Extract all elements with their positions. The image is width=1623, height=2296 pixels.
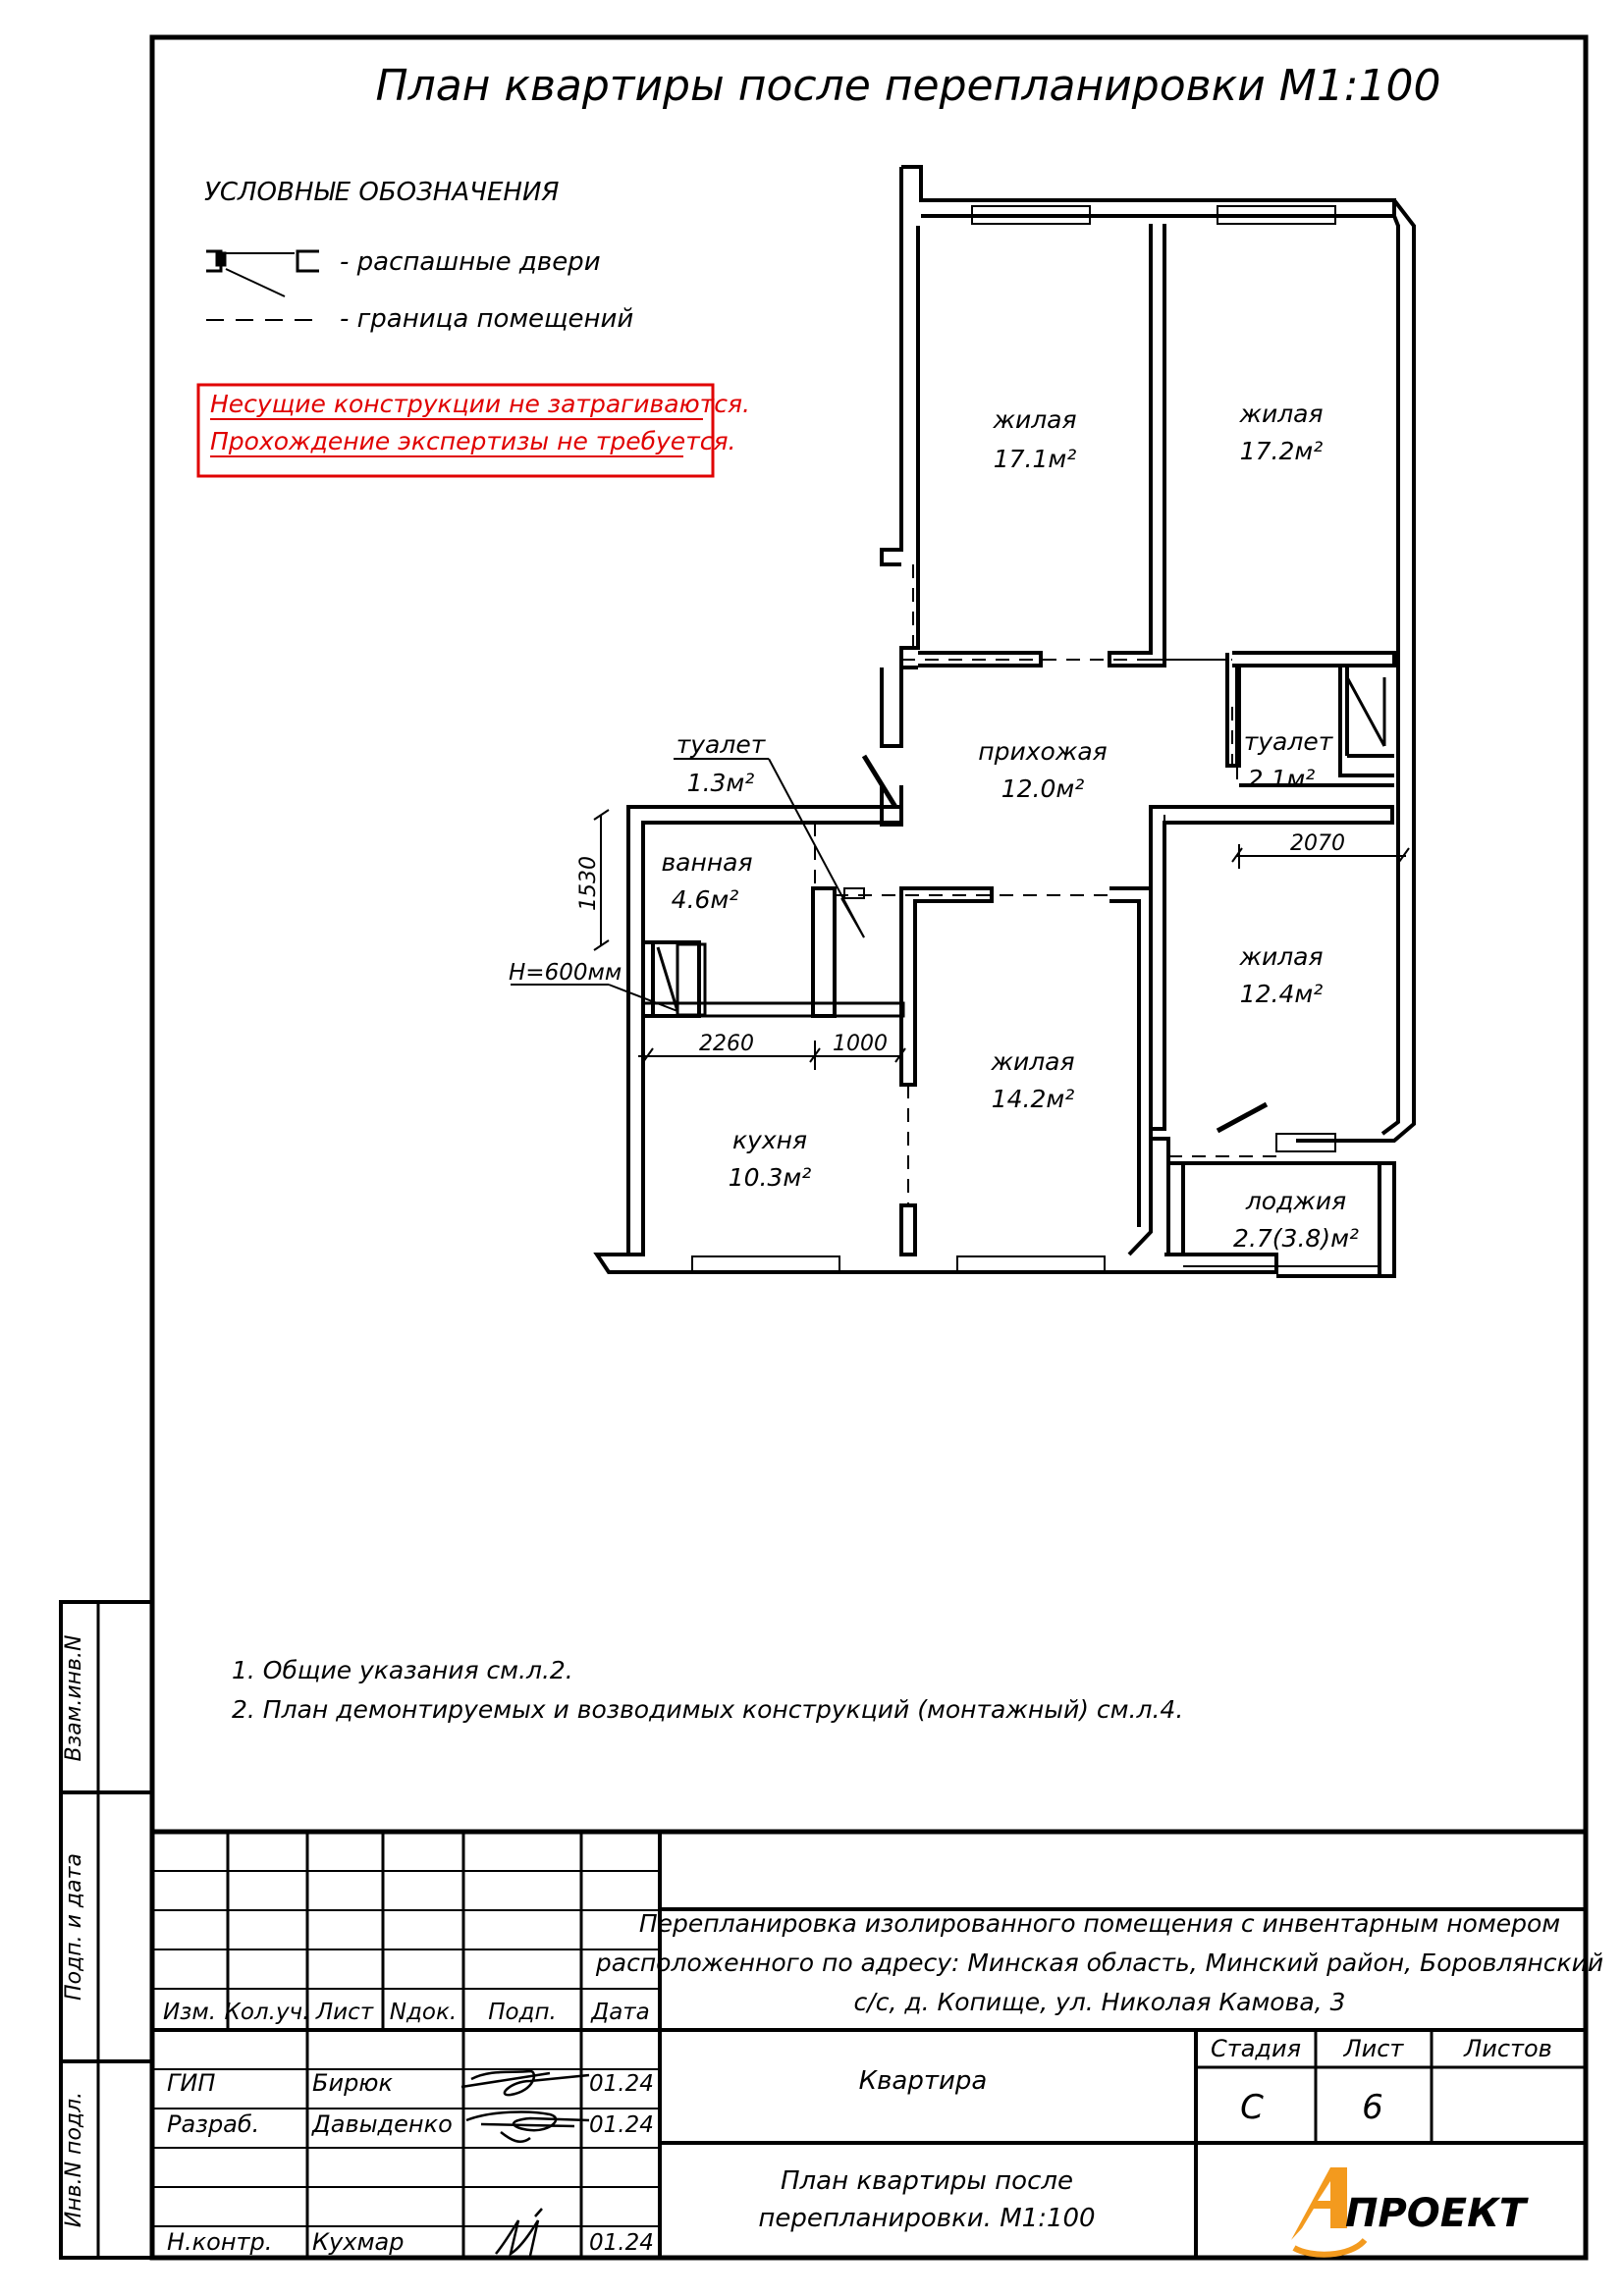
- legend-doors-label: - распашные двери: [340, 247, 601, 277]
- logo-text: ПРОЕКТ: [1345, 2191, 1529, 2236]
- date-gip: 01.24: [589, 2071, 654, 2097]
- room-loggia-area: 2.7(3.8)м²: [1233, 1224, 1359, 1253]
- role-nkontr: Н.контр.: [167, 2228, 272, 2256]
- legend-heading: УСЛОВНЫЕ ОБОЗНАЧЕНИЯ: [204, 178, 559, 207]
- room-hallway-name: прихожая: [978, 737, 1107, 766]
- signature-biryuk: [460, 2069, 590, 2097]
- object-name: Квартира: [859, 2066, 988, 2096]
- project-line3: с/с, д. Копище, ул. Николая Камова, 3: [854, 1988, 1346, 2016]
- hdr-izm: Изм.: [163, 2000, 216, 2025]
- notice-line1: Несущие конструкции не затрагиваются.: [210, 390, 750, 418]
- door-symbol-icon: [206, 249, 319, 297]
- room-living4-area: 12.4м²: [1240, 980, 1324, 1008]
- dim-1530: 1530: [576, 856, 601, 911]
- date-nkontr: 01.24: [589, 2230, 654, 2256]
- date-razrab: 01.24: [589, 2112, 654, 2138]
- room-bath-name: ванная: [661, 848, 752, 877]
- sheet-label: Лист: [1343, 2035, 1405, 2062]
- stage-value: С: [1240, 2088, 1264, 2127]
- room-toilet-left-name: туалет: [676, 730, 767, 759]
- room-living1-name: жилая: [992, 405, 1076, 434]
- signature-rows: ГИП Бирюк 01.24 Разраб. Давыденко 01.24 …: [167, 2069, 654, 2257]
- room-living1-area: 17.1м²: [994, 445, 1077, 473]
- room-living4-name: жилая: [1238, 942, 1323, 971]
- floor-plan: [511, 165, 1416, 1278]
- role-razrab: Разраб.: [167, 2110, 259, 2138]
- hdr-ndok: Nдок.: [390, 2000, 457, 2025]
- role-gip: ГИП: [167, 2069, 215, 2097]
- signature-kukhmar: [495, 2208, 543, 2257]
- room-bath-area: 4.6м²: [672, 885, 739, 914]
- company-logo: ПРОЕКТ: [1291, 2167, 1529, 2258]
- title-block: [152, 1829, 1586, 2258]
- dim-2260: 2260: [699, 1032, 754, 1056]
- dimension-labels: 1530 2070 2260 1000 Н=600мм: [509, 831, 1345, 1056]
- sheets-label: Листов: [1463, 2035, 1552, 2062]
- dim-2070: 2070: [1290, 831, 1345, 856]
- side-stamp-inv: Инв.N подл.: [62, 2092, 86, 2227]
- drawing-name-line2: перепланировки. М1:100: [758, 2204, 1095, 2233]
- logo-a-icon: [1291, 2167, 1347, 2240]
- project-line2: расположенного по адресу: Минская област…: [595, 1949, 1603, 1977]
- room-loggia-name: лоджия: [1245, 1187, 1346, 1215]
- legend-border-label: - граница помещений: [340, 304, 633, 334]
- room-toilet-right-area: 2.1м²: [1248, 765, 1316, 793]
- room-living2-area: 17.2м²: [1240, 437, 1324, 465]
- name-davydenko: Давыденко: [311, 2110, 453, 2138]
- room-living3-area: 14.2м²: [992, 1085, 1075, 1113]
- title-block-headers: Изм. Кол.уч. Лист Nдок. Подп. Дата: [163, 2000, 650, 2025]
- signatures: [460, 2069, 590, 2257]
- name-kukhmar: Кухмар: [312, 2228, 405, 2256]
- dim-h600: Н=600мм: [509, 960, 622, 986]
- hdr-kol: Кол.уч.: [225, 2000, 310, 2025]
- room-labels: жилая 17.1м² жилая 17.2м² прихожая 12.0м…: [661, 400, 1359, 1253]
- hdr-data: Дата: [590, 2000, 650, 2025]
- drawing-name-line1: План квартиры после: [781, 2166, 1073, 2196]
- note-2: 2. План демонтируемых и возводимых конст…: [232, 1695, 1183, 1724]
- page-title: План квартиры после перепланировки М1:10…: [375, 61, 1440, 111]
- sheet-value: 6: [1362, 2088, 1383, 2127]
- notice-line2: Прохождение экспертизы не требуется.: [210, 427, 736, 455]
- name-biryuk: Бирюк: [312, 2069, 394, 2097]
- note-1: 1. Общие указания см.л.2.: [232, 1656, 573, 1684]
- room-hallway-area: 12.0м²: [1001, 774, 1085, 803]
- side-stamp-vzam: Взам.инв.N: [62, 1635, 86, 1762]
- room-toilet-right-name: туалет: [1244, 727, 1334, 756]
- hdr-podp: Подп.: [488, 2000, 557, 2025]
- red-notice: Несущие конструкции не затрагиваются. Пр…: [196, 383, 750, 478]
- project-line1: Перепланировка изолированного помещения …: [639, 1909, 1560, 1938]
- legend: УСЛОВНЫЕ ОБОЗНАЧЕНИЯ - распашные двери -…: [204, 178, 633, 334]
- room-kitchen-area: 10.3м²: [729, 1163, 812, 1192]
- stage-label: Стадия: [1211, 2035, 1301, 2062]
- hdr-list: Лист: [315, 2000, 374, 2025]
- room-toilet-left-area: 1.3м²: [687, 769, 755, 797]
- frame: [59, 34, 1589, 2261]
- side-stamp-podp: Подп. и дата: [62, 1853, 86, 2001]
- dim-1000: 1000: [833, 1032, 888, 1056]
- room-kitchen-name: кухня: [732, 1126, 807, 1154]
- room-living2-name: жилая: [1238, 400, 1323, 428]
- signature-davydenko: [465, 2110, 590, 2143]
- room-living3-name: жилая: [990, 1047, 1074, 1076]
- project-description: Перепланировка изолированного помещения …: [595, 1909, 1603, 2233]
